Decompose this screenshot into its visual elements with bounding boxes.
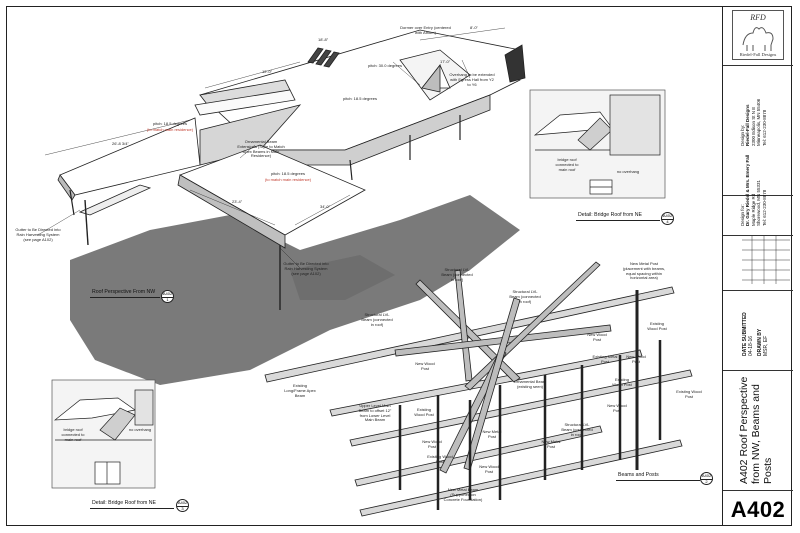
new-metal-post-note-2: New Metal Post [541,439,561,449]
new-wood-post-note-5: New Wood Post [626,354,646,364]
upper-level-note: Upper Level Main Beam to offset 12" from… [358,403,392,423]
drawn-by-value: MSR, EF [763,335,769,356]
tb-firm-cell [723,66,793,196]
firm-info: Design by: Riedel-Fall Designs 2300 Edis… [740,99,767,146]
dim-1: 12'-0" [262,69,273,74]
logo-monogram: RFD [750,13,766,22]
new-wood-post-note-6: New Wood Post [479,464,499,474]
beams-marker-number: 2 [705,479,708,484]
beams-caption: Beams and Posts [618,472,659,478]
date-block: DATE SUBMITTED 04-18-16 DRAWN BY MSR, EF [742,312,769,356]
beams-marker[interactable]: A402 2 [700,472,713,485]
new-metal-beam-note: New Metal Beam (Supported on Concrete Fo… [443,487,483,502]
tb-client-cell [723,196,793,236]
title-block [722,6,793,526]
client-phone: Tel: 612-230-8878 [761,189,767,226]
firm-logo: RFD Riedel-Fall Designs [732,10,784,60]
pitch-low-note: pitch: 18.5 degrees [270,171,306,176]
firm-address-2: Minneapolis, MN 55406 [756,98,762,146]
pitch-wing-note: pitch: 18.5 degrees [152,121,188,126]
camel-logo-icon [742,27,774,51]
new-wood-post-note-2: New Wood Post [415,361,435,371]
no-overhang-top-note: no overhang [616,169,640,174]
pitch-dormer-note: pitch: 30.0 degrees [367,63,403,68]
dim-3: 26'-8 3/4" [112,141,129,146]
date-submitted-value: 04-18-16 [748,335,754,356]
roof-shadow [70,195,520,385]
bridge-top-marker-sheet: A402 [662,213,673,220]
bridge-bottom-marker[interactable]: A402 3 [176,499,189,512]
bridge-top-caption: Detail: Bridge Roof from NE [578,212,643,218]
existing-wood-post-note-4: Existing Wood Post [427,454,453,464]
structural-lvl-mid-note: Structural LVL Beam (connected in roof) [509,289,541,304]
beams-caption-line [616,480,700,481]
no-overhang-bottom-note: no overhang [128,427,152,432]
pitch-wing-match-note: (to match main residence) [146,127,194,132]
bridge-roof-top-note: bridge roof connected to main roof [555,157,579,172]
tb-logo-cell [723,6,793,66]
bridge-top-marker[interactable]: A402 4 [661,212,674,225]
detail-bottom-drawing [51,379,156,489]
bridge-bottom-caption: Detail: Bridge Roof from NE [92,500,157,506]
roof-view-marker[interactable]: A402 1 [161,290,174,303]
existing-wood-post-note-3: Existing Wood Post [676,389,702,399]
beams-drawing [264,261,693,517]
bridge-bottom-marker-number: 3 [181,506,184,511]
new-wood-post-note-3: New Wood Post [607,403,627,413]
gutter-left-note: Gutter to Be Directed into Rain Harvesti… [15,227,61,242]
detail-top-drawing [529,89,666,199]
tb-date-cell [723,291,793,371]
dim-5: 34'-0" [320,204,331,209]
bridge-roof-bottom-note: bridge roof connected to main roof [61,427,85,442]
tb-revisions-cell [723,236,793,291]
dim-2: 8'-0" [470,25,478,30]
roof-view-marker-number: 1 [166,297,169,302]
beams-marker-sheet: A402 [701,473,712,480]
tb-title-cell [723,371,793,491]
new-wood-post-note-1: New Wood Post [587,332,607,342]
existing-wood-post-note-1: Existing Wood Post [647,321,667,331]
roof-view-marker-sheet: A402 [162,291,173,298]
dim-7: 17'-0" [440,59,451,64]
sheet-number: A402 [730,497,786,522]
existing-metal-post-note: Existing Metal Post [592,354,618,364]
roof-view-caption: Roof Perspective From NW [92,289,156,295]
sheet-border [6,6,792,526]
ornamental-beam-note-2: Ornamental Beam (existing seen) [513,379,547,389]
firm-phone: Tel: 612-230-8878 [761,109,767,146]
overhang-note: Overhang to be extended with Egress Hall… [449,72,495,87]
existing-wood-post-note-2: Existing Wood Post [414,407,434,417]
pitch-main-note: pitch: 18.5 degrees [342,96,378,101]
new-metal-post-note: New Metal Post (placement with beams, eq… [622,261,666,281]
new-metal-post-note-3: New Metal Post [482,429,502,439]
bridge-top-caption-line [576,220,660,221]
bridge-top-marker-number: 4 [666,219,669,224]
structural-lvl-top-note: Structural LVL Beam (connected in roof) [441,267,473,282]
dim-6: 18'-8" [318,37,329,42]
roof-view-caption-line [90,297,160,298]
bridge-bottom-marker-sheet: A402 [177,500,188,507]
existing-lvl-apex-note: Existing Long/Frame Apex Beam [284,383,316,398]
dormer-note: Dormer over Entry (centered with Atrium) [400,25,451,35]
dim-4: 23'-4" [232,199,243,204]
client-info: Design for: Dr. Gary Riedel & Mrs. Emery… [740,155,767,226]
structural-lvl-bottom-note: Structural LVL Beam (connected in roof) [561,422,593,437]
gutter-right-note: Gutter to Be Directed into Rain Harvesti… [283,261,329,276]
pitch-low-match-note: (to match main residence) [264,177,312,182]
roof-drawing [37,27,526,310]
logo-firm-name: Riedel-Fall Designs [739,52,777,57]
sheet-title: A402 Roof Perspective from NW, Beams and… [738,376,774,484]
new-wood-post-note-4: New Wood Post [422,439,442,449]
structural-lvl-left-note: Structural LVL Beam (connected in roof) [361,312,393,327]
existing-wood-post-note-5: Existing Wood Post [612,377,632,387]
ornamental-beam-note: Ornamental Beam Extensions (Style to Mat… [237,139,285,159]
bridge-bottom-caption-line [90,508,174,509]
